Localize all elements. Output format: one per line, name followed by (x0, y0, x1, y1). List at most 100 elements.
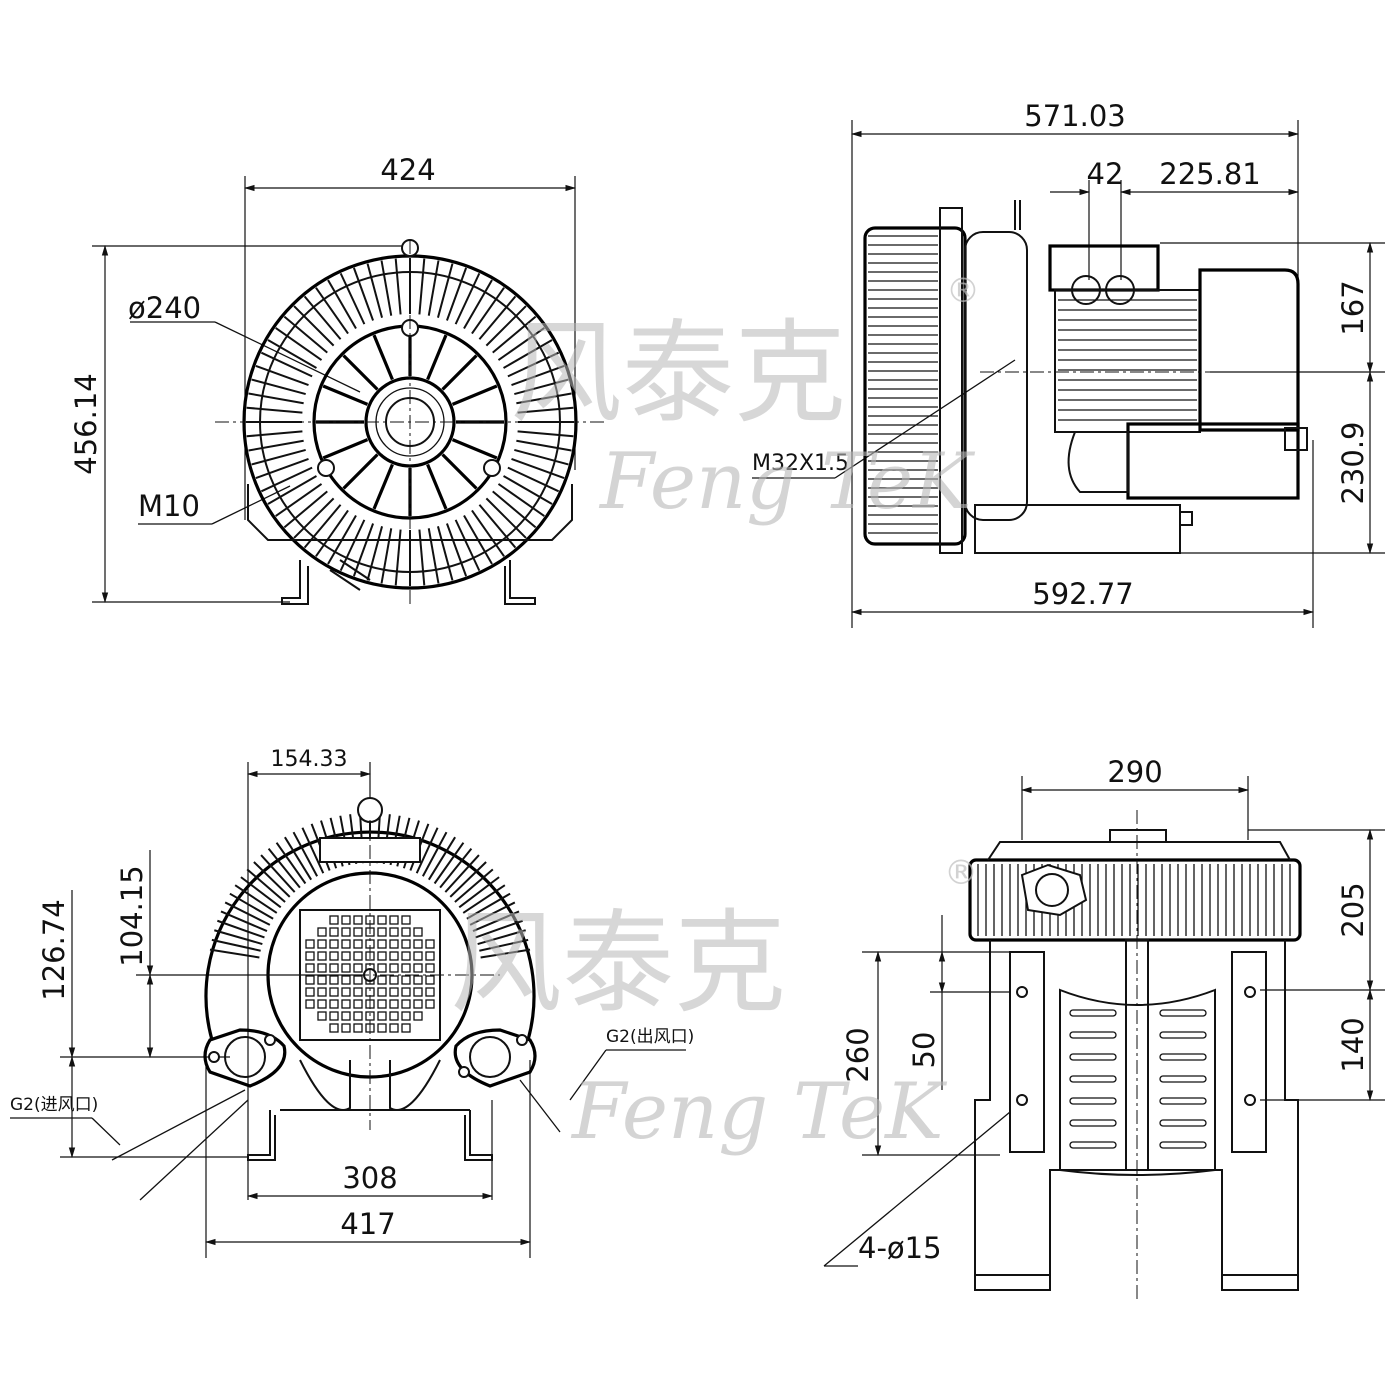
front-fin (418, 529, 426, 586)
front-fins (246, 258, 574, 586)
front-fin (251, 448, 306, 466)
side-motor-fins (1058, 299, 1197, 421)
front-fin (246, 406, 303, 414)
front-spoke (426, 334, 448, 381)
grille-cell (389, 915, 399, 925)
front-fin (303, 504, 342, 549)
grille-cell (377, 963, 387, 973)
grille-cell (341, 951, 351, 961)
grille-cell (341, 1023, 351, 1033)
rear-inlet-label: G2(进风口) (10, 1095, 98, 1115)
front-fin (255, 364, 309, 387)
front-fin (507, 466, 560, 493)
grille-cell (341, 927, 351, 937)
front-fin (497, 327, 545, 361)
grille-cell (305, 987, 315, 997)
front-fin (454, 519, 481, 572)
rear-port-height-dim: 126.74 (37, 899, 71, 1000)
front-fin (315, 287, 349, 335)
front-fin (463, 279, 493, 329)
bottom-slot (1159, 1031, 1207, 1039)
bottom-slot (1159, 1119, 1207, 1127)
watermark: 风泰克 Feng TeK ® 风泰克 Feng TeK ® (450, 271, 980, 1157)
rear-fin (433, 842, 465, 885)
side-overall-dim: 571.03 (1024, 99, 1125, 133)
grille-cell (389, 927, 399, 937)
grille-cell (413, 939, 423, 949)
rear-fin (246, 868, 286, 903)
grille-cell (377, 987, 387, 997)
front-fin (514, 448, 569, 466)
grille-cell (377, 915, 387, 925)
bottom-height-dim: 260 (841, 1027, 875, 1082)
rear-fin (480, 948, 531, 959)
rear-fin (240, 876, 282, 909)
bottom-slot (1069, 1097, 1117, 1105)
rear-fin (292, 831, 319, 877)
front-fin (485, 497, 527, 539)
front-fin (418, 258, 426, 315)
grille-cell (329, 963, 339, 973)
grille-cell (413, 927, 423, 937)
grille-cell (329, 1011, 339, 1021)
front-spoke (451, 438, 498, 460)
front-spoke (426, 463, 448, 510)
rear-fin (275, 842, 307, 885)
front-spoke (372, 463, 394, 510)
rear-offset-dim: 154.33 (271, 747, 348, 772)
rear-fin (475, 919, 523, 939)
rear-fin (439, 848, 473, 889)
grille-cell (353, 1011, 363, 1021)
grille-cell (353, 951, 363, 961)
rear-fin (234, 884, 278, 914)
grille-cell (389, 1011, 399, 1021)
bottom-slot (1159, 1053, 1207, 1061)
rear-fin (211, 938, 261, 952)
front-fin (260, 351, 313, 378)
grille-cell (341, 975, 351, 985)
front-fin (246, 430, 303, 438)
front-fin (514, 378, 569, 396)
rear-fin (214, 929, 263, 946)
front-fin (471, 287, 505, 335)
grille-cell (413, 1011, 423, 1021)
grille-cell (353, 975, 363, 985)
rear-fin (253, 861, 291, 898)
front-fin (380, 260, 393, 316)
front-fin (366, 263, 384, 318)
rear-fin (427, 836, 456, 881)
rear-fin (449, 861, 487, 898)
front-fin (445, 267, 468, 321)
front-fin (516, 439, 572, 452)
grille-cell (317, 963, 327, 973)
grille-cell (401, 999, 411, 1009)
grille-cell (353, 927, 363, 937)
grille-cell (425, 951, 435, 961)
grille-cell (413, 963, 423, 973)
front-fin (315, 509, 349, 557)
front-fin (436, 526, 454, 581)
rear-fin (466, 892, 511, 920)
grille-cell (401, 987, 411, 997)
front-view: 424 456.14 ø240 M10 (69, 153, 605, 608)
front-fin (427, 528, 440, 584)
side-fins (868, 235, 938, 534)
bottom-slot (1069, 1141, 1117, 1149)
rear-fin (469, 901, 516, 926)
front-diameter-label: ø240 (128, 291, 201, 325)
grille-cell (341, 1011, 351, 1021)
grille-cell (317, 987, 327, 997)
rear-fin (229, 892, 274, 920)
grille-cell (305, 951, 315, 961)
front-fin (492, 490, 537, 529)
grille-cell (341, 999, 351, 1009)
grille-cell (389, 939, 399, 949)
bottom-slot (1069, 1031, 1117, 1039)
grille-cell (329, 1023, 339, 1033)
grille-cell (413, 987, 423, 997)
front-width-dim: 424 (380, 153, 435, 187)
rear-fin (454, 868, 494, 903)
bottom-view: 290 205 140 260 50 4-ø15 (823, 755, 1385, 1300)
rear-view: 154.33 104.15 126.74 308 417 G2(进风口) G2(… (10, 747, 694, 1258)
